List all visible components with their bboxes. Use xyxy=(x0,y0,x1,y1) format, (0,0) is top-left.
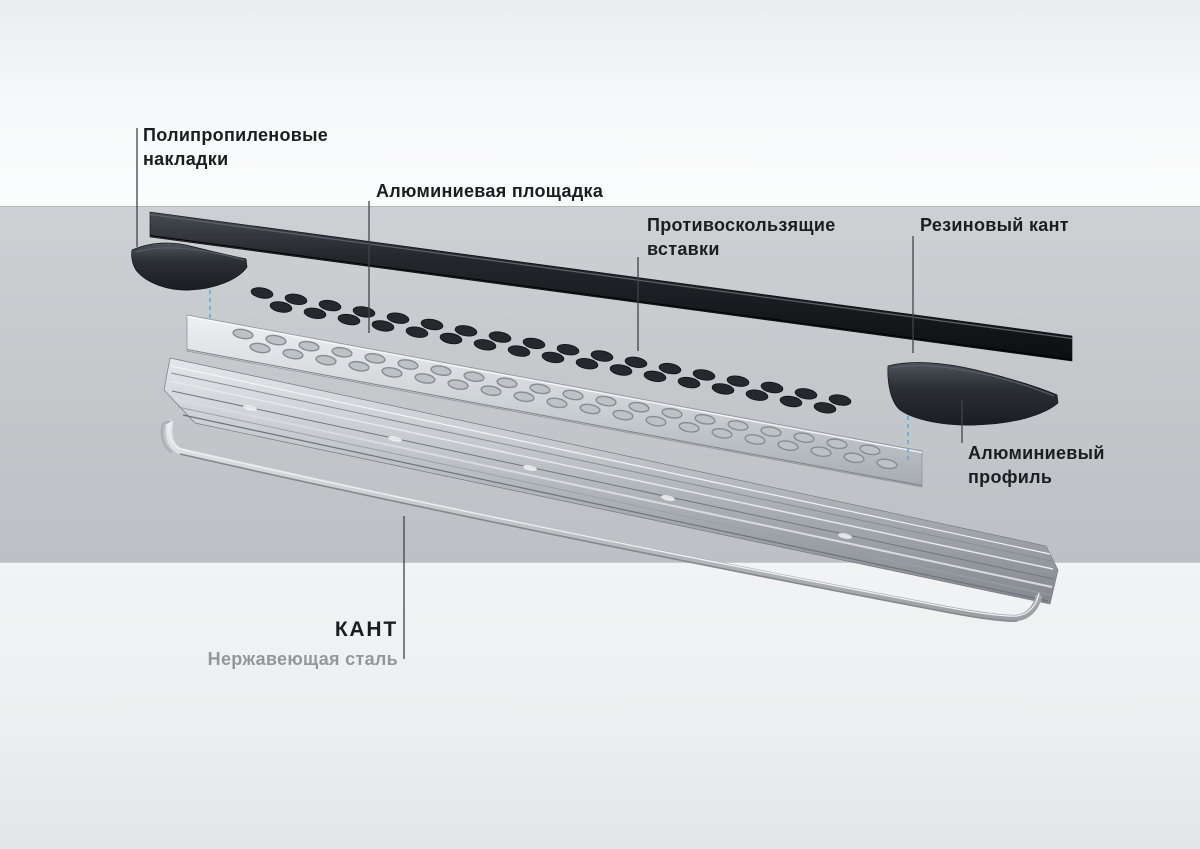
label-alu-platform: Алюминиевая площадка xyxy=(376,181,604,201)
label-rubber-edge: Резиновый кант xyxy=(920,215,1069,235)
antislip-inserts-part xyxy=(250,287,852,414)
rubber-edge-part xyxy=(149,211,1073,362)
label-alu-profile: Алюминиевый профиль xyxy=(968,441,1105,489)
background-top xyxy=(0,0,1200,206)
label-antislip-line2: вставки xyxy=(647,239,720,259)
pp-pad-left-part xyxy=(131,242,248,291)
label-pp-pads-line2: накладки xyxy=(143,149,229,169)
label-pp-pads: Полипропиленовые накладки xyxy=(143,123,328,171)
label-pp-pads-line1: Полипропиленовые xyxy=(143,125,329,145)
pp-pad-right-part xyxy=(887,362,1059,426)
profile-slots xyxy=(243,405,852,539)
pp-pad-right-highlight xyxy=(891,365,1055,397)
aluminum-profile-part xyxy=(163,357,1059,605)
label-kant-title: КАНТ xyxy=(334,618,398,641)
callout-lines xyxy=(136,128,963,659)
aluminum-platform-part xyxy=(186,314,923,488)
label-alu-profile-line2: профиль xyxy=(968,467,1053,487)
label-antislip-line1: Противоскользящие xyxy=(647,215,836,235)
background-bottom xyxy=(0,563,1200,849)
pp-pad-left-highlight xyxy=(135,247,245,261)
steel-edge-part xyxy=(160,418,1043,622)
label-antislip: Противоскользящие вставки xyxy=(647,213,836,261)
platform-holes xyxy=(232,328,898,470)
label-alu-profile-line1: Алюминиевый xyxy=(968,443,1105,463)
label-kant: КАНТ Нержавеющая сталь xyxy=(208,618,398,671)
label-kant-subtitle: Нержавеющая сталь xyxy=(207,649,398,669)
